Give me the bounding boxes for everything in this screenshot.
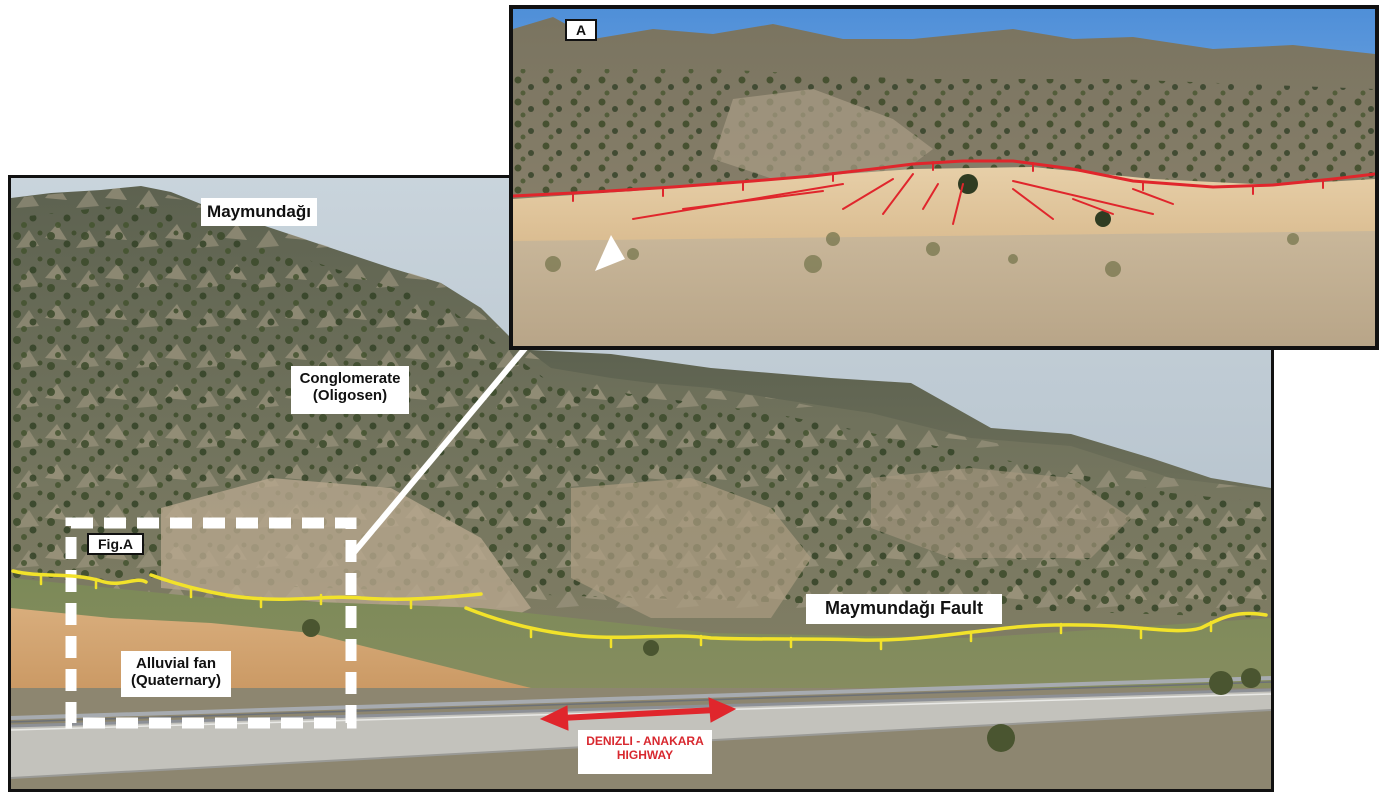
fig-a-label: Fig.A (87, 533, 144, 555)
fault-label: Maymundağı Fault (806, 594, 1002, 624)
alluvial-fan-label: Alluvial fan (Quaternary) (121, 651, 231, 697)
highway-type: HIGHWAY (616, 747, 674, 762)
conglomerate-age: (Oligosen) (312, 387, 388, 405)
inset-scene (513, 9, 1375, 346)
conglomerate-label: Conglomerate (Oligosen) (291, 366, 409, 414)
highway-name: DENIZLI - ANAKARA (586, 734, 704, 748)
alluvial-fan-age: (Quaternary) (130, 672, 222, 690)
inset-label: A (565, 19, 597, 41)
pointer-arrowhead (595, 235, 625, 271)
fig-a-dashed-frame (65, 517, 357, 729)
alluvial-fan-name: Alluvial fan (135, 655, 217, 672)
highway-double-arrow (539, 697, 737, 731)
fault-trace-line (11, 569, 1268, 651)
conglomerate-name: Conglomerate (299, 370, 401, 387)
highway-label: DENIZLI - ANAKARA HIGHWAY (578, 730, 712, 774)
inset-photo: A (509, 5, 1379, 350)
inset-fault-line (513, 159, 1375, 225)
mountain-label: Maymundağı (201, 198, 317, 226)
